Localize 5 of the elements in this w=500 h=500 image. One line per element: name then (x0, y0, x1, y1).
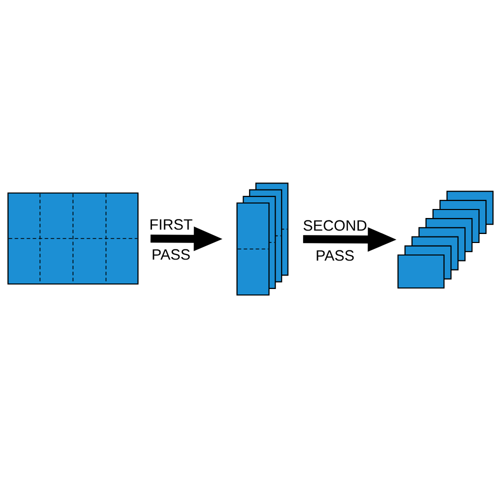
edge-label: SECOND PASS (304, 220, 366, 261)
sheet-stack (397, 190, 494, 289)
edge-label: FIRST PASS (150, 219, 192, 260)
sheet-stack (236, 182, 288, 296)
sheet (7, 192, 139, 285)
